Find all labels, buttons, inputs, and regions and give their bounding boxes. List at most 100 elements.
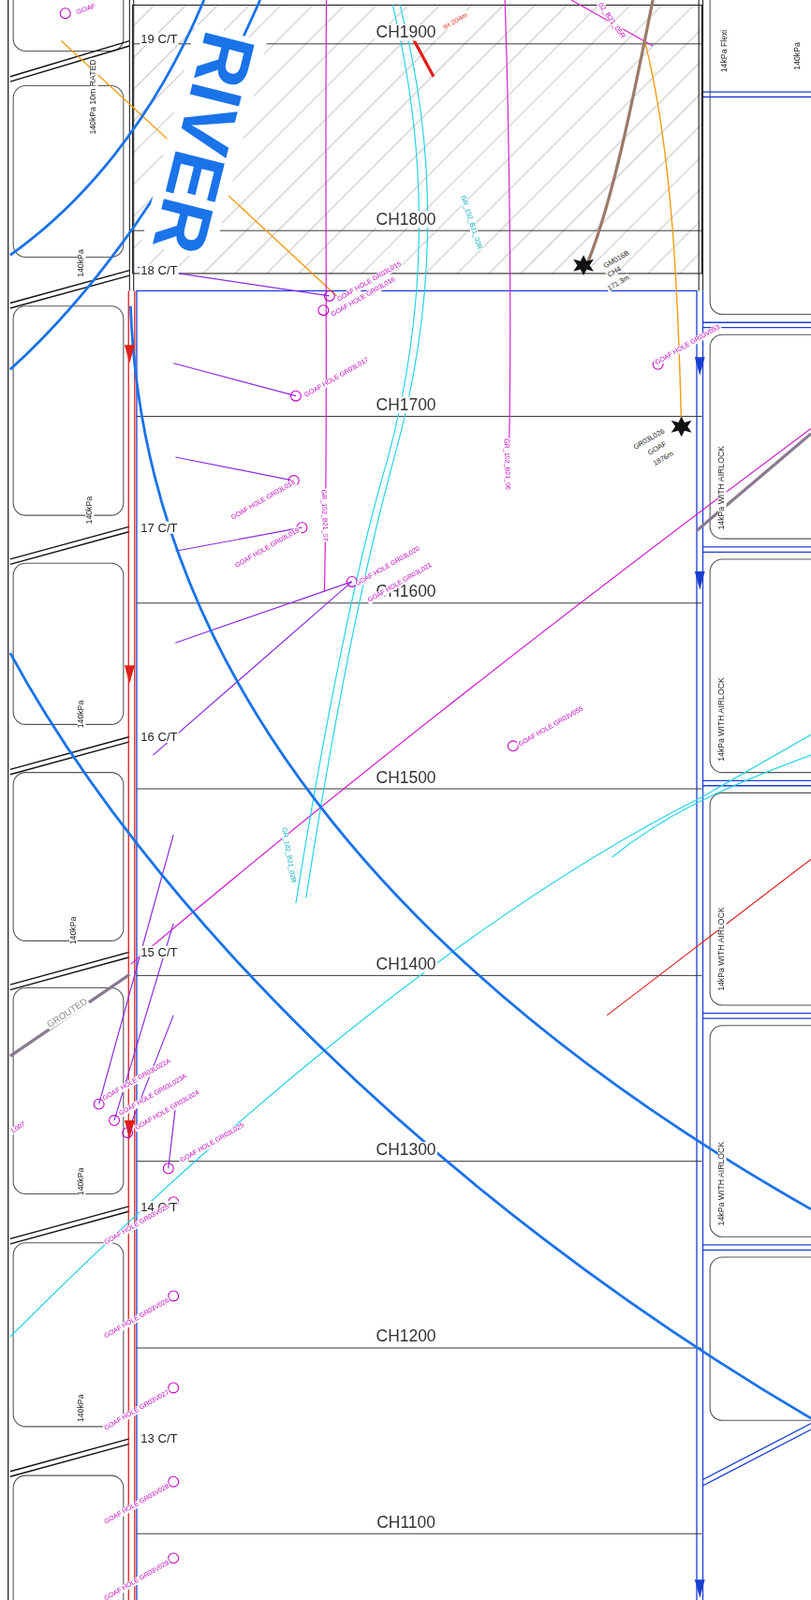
cut-through-label: 15 C/T bbox=[139, 945, 178, 959]
drill-lines bbox=[99, 266, 353, 1168]
goaf-hole bbox=[109, 1115, 120, 1126]
chainage-label: CH1500 bbox=[374, 768, 437, 785]
pillar bbox=[13, 86, 124, 258]
stopping-rating: 140kPa bbox=[77, 248, 87, 279]
goaf-hole-label: GOAF HOLE GR03L025 bbox=[177, 1120, 247, 1165]
return-roadway bbox=[702, 290, 704, 1600]
goaf-hole bbox=[162, 1163, 174, 1174]
goaf-hole-label: GOAF HOLE GR03V027 bbox=[102, 1387, 171, 1431]
drill-line bbox=[173, 363, 296, 397]
borehole-label: 02_B21_05R bbox=[596, 0, 628, 41]
borehole-trace bbox=[612, 754, 811, 857]
hole-depth-label: IH 204m bbox=[440, 10, 470, 31]
stopping-rating: 14kPa WITH AIRLOCK bbox=[718, 444, 727, 531]
panel-outline bbox=[136, 290, 697, 1600]
cut-through bbox=[703, 780, 811, 782]
river-zone-hatch bbox=[132, 4, 703, 273]
chainage-label: CH1400 bbox=[374, 956, 437, 973]
survey-line bbox=[644, 41, 681, 428]
goaf-hole bbox=[59, 8, 71, 19]
goaf-hole-label: GOAF HOLE GR03V025 bbox=[102, 1202, 171, 1246]
stopping-rating: 14kPa WITH AIRLOCK bbox=[718, 1140, 727, 1227]
cut-through-label: 13 C/T bbox=[139, 1431, 178, 1445]
drainage-symbol bbox=[573, 254, 594, 276]
cut-through bbox=[703, 1429, 811, 1486]
roadway bbox=[702, 290, 704, 1600]
cut-through-label: 19 C/T bbox=[139, 32, 178, 45]
red-line bbox=[412, 38, 434, 76]
chainage-line bbox=[136, 1160, 702, 1162]
pillar bbox=[709, 0, 811, 315]
cut-through bbox=[703, 1017, 811, 1018]
borehole-label: GR_102_B21_02R bbox=[280, 825, 297, 885]
pillar bbox=[13, 562, 124, 724]
airflow-arrow bbox=[694, 356, 706, 376]
borehole-trace bbox=[295, 4, 419, 903]
grouted-line bbox=[10, 973, 130, 1056]
chainage-line bbox=[136, 1346, 702, 1348]
goaf-hole-label: GOAF HOLE GR03V028 bbox=[102, 1481, 171, 1525]
goaf-hole-label: GOAF bbox=[73, 0, 98, 15]
airflow-arrow bbox=[124, 664, 135, 684]
intake-roadway bbox=[128, 290, 135, 1600]
cut-through bbox=[703, 784, 811, 786]
pillar bbox=[13, 772, 124, 942]
chainage-label: CH1800 bbox=[374, 210, 437, 227]
airflow-arrow bbox=[124, 344, 135, 364]
stopping-rating: 140kPa bbox=[69, 915, 78, 946]
cut-through bbox=[703, 322, 811, 324]
drill-line bbox=[152, 581, 352, 755]
cut-through bbox=[703, 1243, 811, 1245]
right-cut-throughs bbox=[703, 91, 811, 1486]
goaf-hole-label: GOAF HOLE GR03V053 bbox=[653, 323, 723, 367]
airflow-arrow bbox=[694, 1578, 706, 1598]
stopping-rating: 14kPa WITH AIRLOCK bbox=[718, 676, 727, 763]
goaf-hole-label: GOAF HOLE GR03L019 bbox=[233, 526, 302, 570]
outer-roadway bbox=[7, 0, 9, 1600]
goaf-hole bbox=[324, 290, 335, 301]
chainage-label: CH1100 bbox=[375, 1514, 437, 1531]
roadway bbox=[129, 0, 131, 291]
borehole-label: GR_102_B21_07 bbox=[320, 488, 329, 543]
cut-through bbox=[10, 45, 130, 82]
cut-through bbox=[703, 96, 811, 98]
airflow-arrow bbox=[694, 571, 706, 590]
cut-through bbox=[703, 551, 811, 553]
cut-through bbox=[703, 1249, 811, 1251]
goaf-hole-label: GOAF HOLE GR03L022A bbox=[101, 1056, 174, 1102]
red-line bbox=[606, 858, 811, 1016]
goaf-hole-label: GOAF HOLE GR03V026 bbox=[102, 1296, 171, 1340]
goaf-hole-label: L007 bbox=[9, 1120, 28, 1135]
cut-through bbox=[10, 1438, 130, 1472]
intake-arrows bbox=[124, 344, 135, 1138]
borehole-trace bbox=[504, 0, 511, 490]
drill-line bbox=[168, 1106, 177, 1168]
roadway bbox=[133, 290, 135, 1600]
stopping-rating: 140kPa 10m RATED bbox=[89, 58, 99, 135]
magenta-lines bbox=[130, 0, 811, 964]
goaf-hole-label: GOAF HOLE GR03L018 bbox=[229, 478, 298, 522]
pillar bbox=[709, 559, 811, 773]
cut-through bbox=[703, 1423, 811, 1480]
borehole-label: GR_102_B21_06 bbox=[502, 437, 512, 491]
goaf-hole bbox=[290, 390, 301, 401]
cyan-lines bbox=[10, 4, 811, 1337]
pillar bbox=[709, 1025, 811, 1237]
goaf-hole bbox=[122, 1127, 133, 1138]
chainage-label: CH1900 bbox=[374, 24, 437, 41]
chainage-label: CH1200 bbox=[374, 1327, 437, 1344]
stopping-rating: 140kPa bbox=[86, 495, 95, 526]
pillar bbox=[13, 0, 124, 51]
chainage-line bbox=[136, 415, 702, 417]
river-name: RIVER bbox=[141, 24, 268, 263]
stopping-rating: 140kPa bbox=[77, 1166, 87, 1197]
cut-through-label: 17 C/T bbox=[139, 521, 178, 534]
goaf-hole-label: GOAF HOLE GR03V055 bbox=[516, 704, 586, 748]
chainage-label: CH1700 bbox=[374, 397, 437, 413]
pillar bbox=[13, 306, 124, 516]
cut-through-label: 16 C/T bbox=[139, 730, 178, 743]
chainage-line bbox=[136, 602, 702, 604]
pillar bbox=[709, 334, 811, 539]
stopping-rating: 140kPa bbox=[77, 1392, 87, 1423]
